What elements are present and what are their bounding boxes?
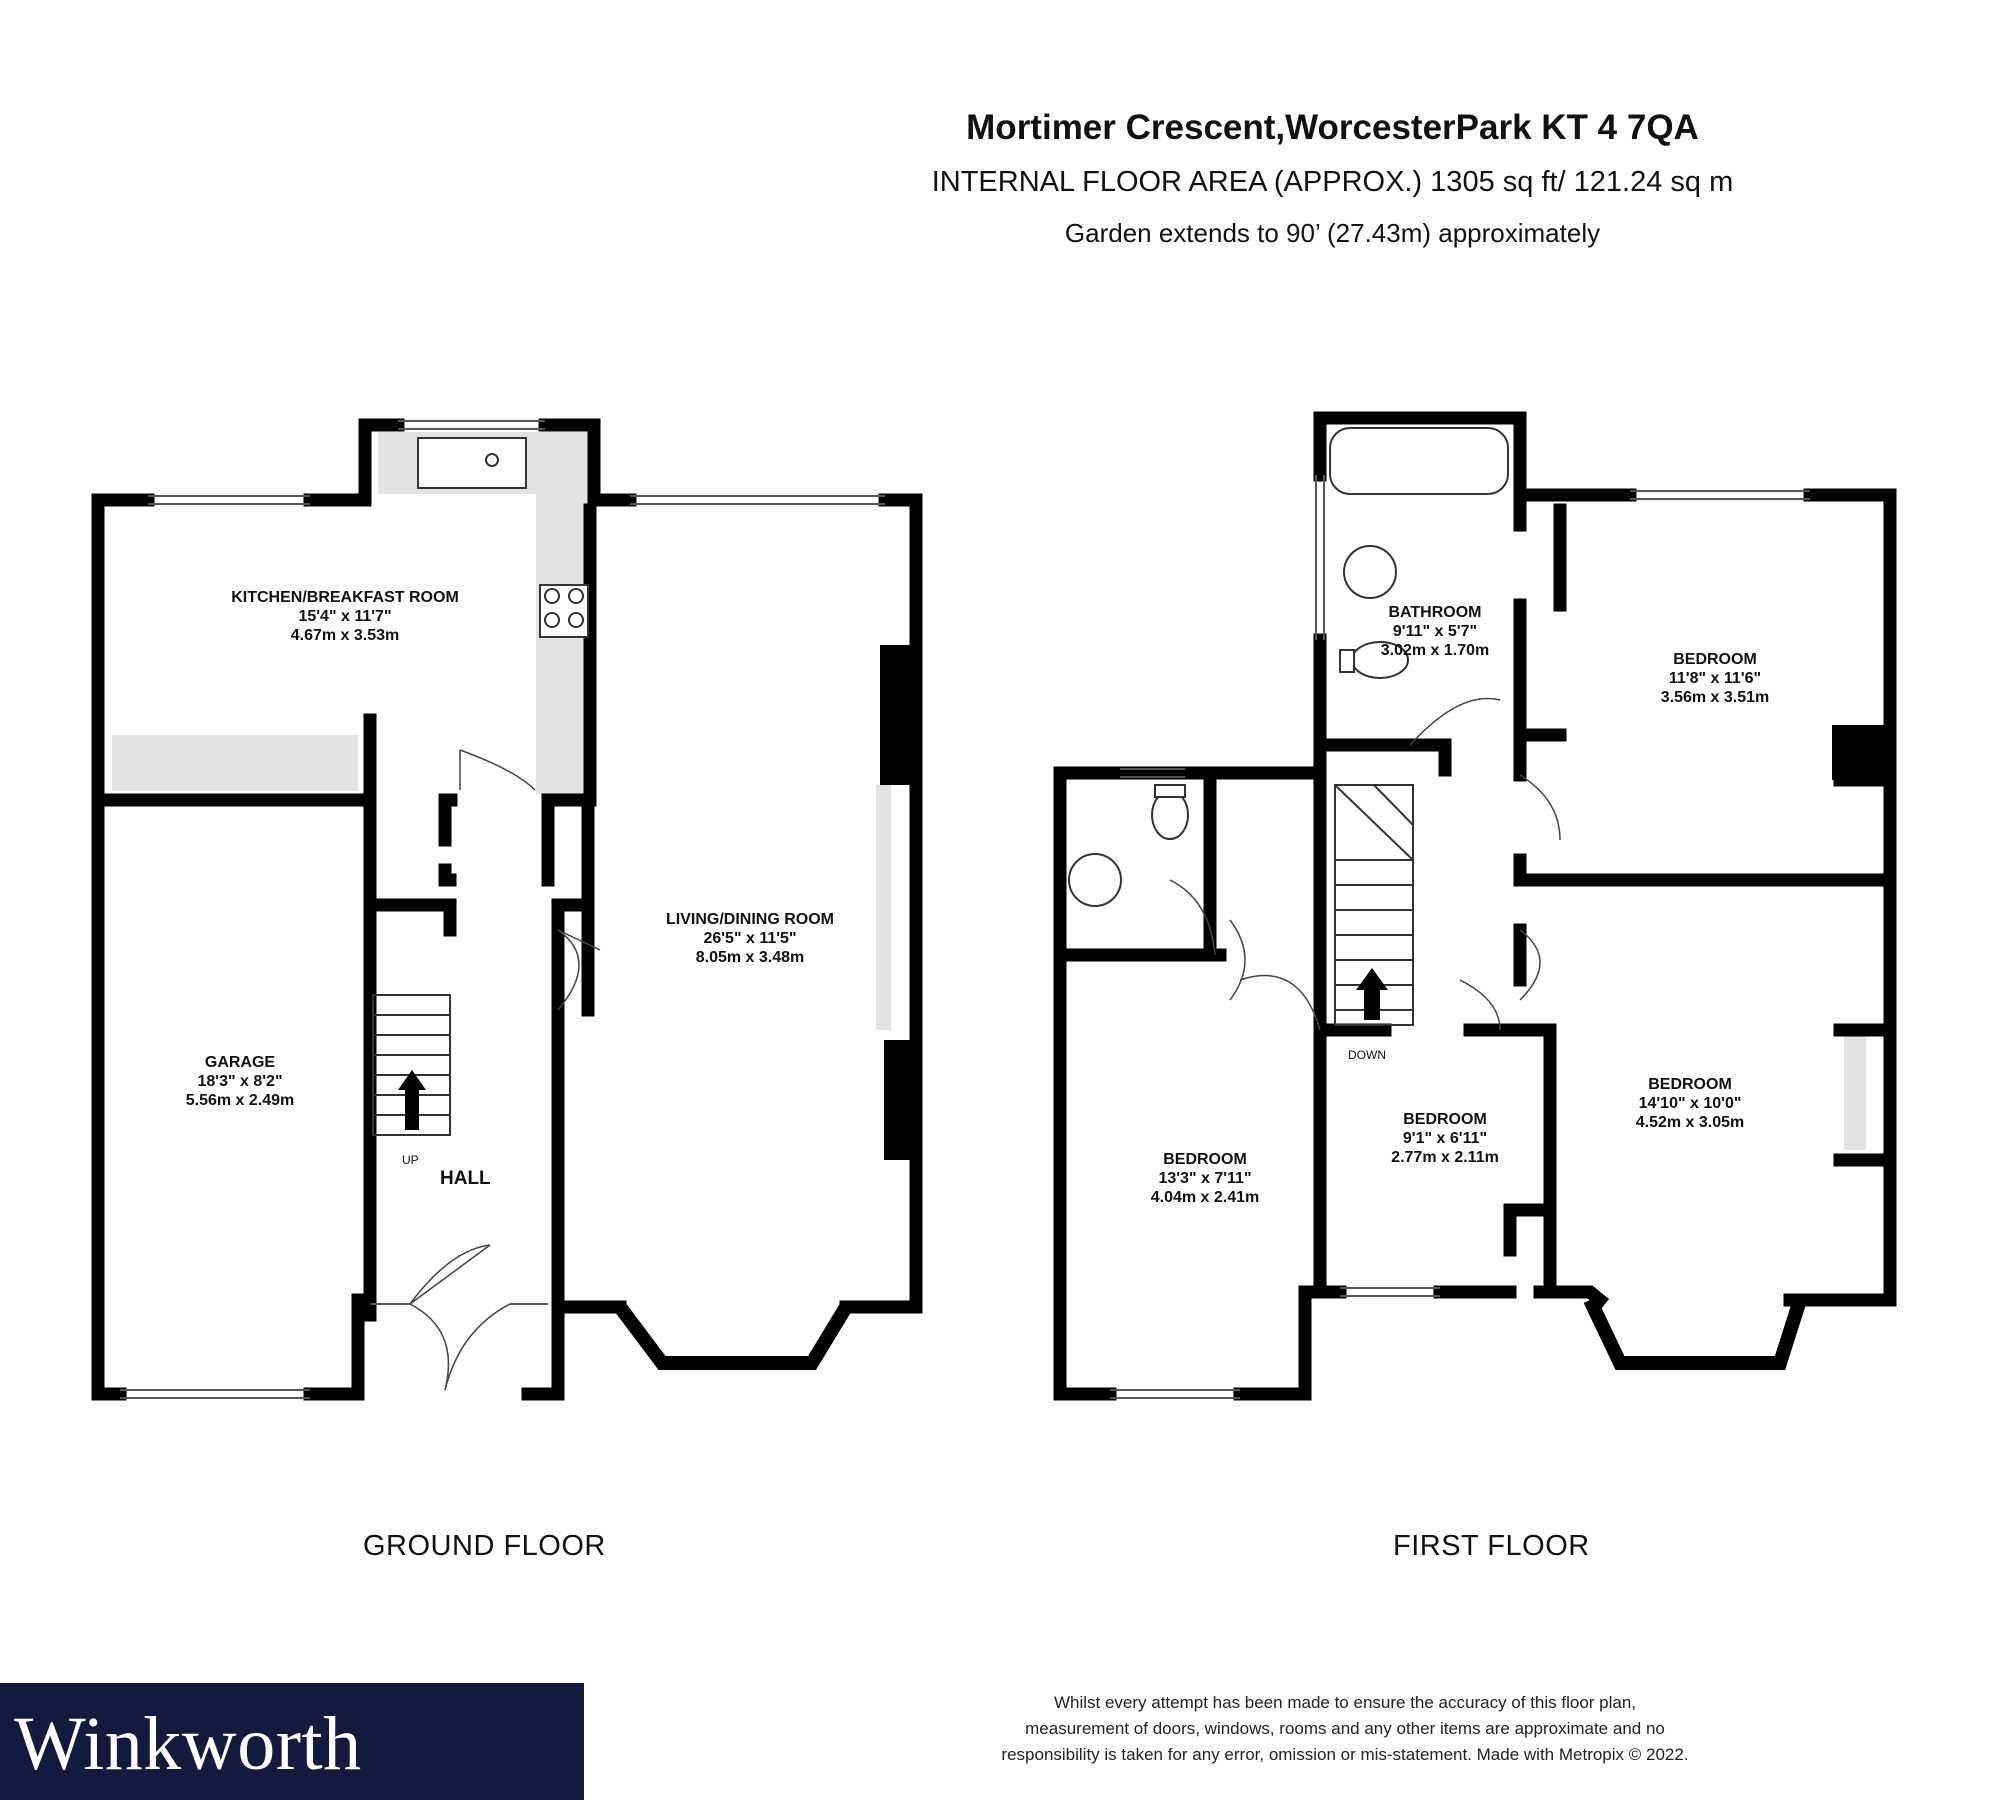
garden-extent: Garden extends to 90’ (27.43m) approxima…	[1064, 218, 1601, 248]
ground-floor-walls	[91, 418, 923, 1401]
room-name: BEDROOM	[1163, 1151, 1247, 1168]
first-floor-walls	[1053, 411, 1897, 1401]
stair-arrow-up-icon	[398, 1070, 426, 1130]
kitchen-sink	[417, 437, 527, 489]
room-name: GARAGE	[204, 1054, 276, 1071]
first-floor-windows	[1110, 475, 1810, 1399]
disclaimer-line: measurement of doors, windows, rooms and…	[1025, 1719, 1665, 1738]
ground-floor-label: GROUND FLOOR	[363, 1530, 606, 1562]
room-label-hall: HALL	[440, 1168, 491, 1189]
stair-arrow-down-icon	[1356, 968, 1388, 1020]
disclaimer-line: responsibility is taken for any error, o…	[1001, 1745, 1689, 1764]
first-bay-window	[1583, 1296, 1807, 1370]
door-swings	[409, 749, 601, 1391]
stairs-down-label: DOWN	[1348, 1048, 1386, 1062]
room-name: BEDROOM	[1403, 1111, 1487, 1128]
room-size-metric: 4.67m x 3.53m	[290, 627, 400, 644]
room-size-imperial: 14'10" x 10'0"	[1638, 1095, 1742, 1112]
room-name: KITCHEN/BREAKFAST ROOM	[231, 589, 459, 606]
disclaimer: Whilst every attempt has been made to en…	[880, 1690, 1810, 1768]
room-size-metric: 5.56m x 2.49m	[185, 1092, 295, 1109]
room-size-metric: 3.56m x 3.51m	[1660, 689, 1770, 706]
room-label-bathroom: BATHROOM 9'11" x 5'7" 3.02m x 1.70m	[1360, 603, 1510, 660]
chimney-breast	[884, 1040, 910, 1160]
room-name: LIVING/DINING ROOM	[666, 911, 834, 928]
room-label-kitchen: KITCHEN/BREAKFAST ROOM 15'4" x 11'7" 4.6…	[215, 588, 475, 645]
room-label-garage: GARAGE 18'3" x 8'2" 5.56m x 2.49m	[150, 1053, 330, 1110]
room-size-imperial: 18'3" x 8'2"	[197, 1073, 283, 1090]
windows	[120, 420, 885, 1399]
room-label-bedroom-front: BEDROOM 14'10" x 10'0" 4.52m x 3.05m	[1600, 1075, 1780, 1132]
room-size-metric: 4.52m x 3.05m	[1635, 1114, 1745, 1131]
brand-banner: Winkworth	[0, 1683, 584, 1800]
room-size-imperial: 9'1" x 6'11"	[1402, 1130, 1488, 1147]
brand-logo: Winkworth	[14, 1702, 362, 1786]
room-size-imperial: 9'11" x 5'7"	[1392, 623, 1478, 640]
hob	[539, 584, 589, 638]
room-size-imperial: 15'4" x 11'7"	[298, 608, 392, 625]
internal-floor-area: INTERNAL FLOOR AREA (APPROX.) 1305 sq ft…	[931, 166, 1734, 198]
room-name: BEDROOM	[1648, 1076, 1732, 1093]
room-size-metric: 3.02m x 1.70m	[1380, 642, 1490, 659]
room-label-bedroom-small: BEDROOM 9'1" x 6'11" 2.77m x 2.11m	[1360, 1110, 1530, 1167]
room-name: BATHROOM	[1388, 604, 1482, 621]
disclaimer-line: Whilst every attempt has been made to en…	[1053, 1693, 1637, 1712]
room-size-imperial: 11'8" x 11'6"	[1668, 670, 1762, 687]
chimney-breast	[880, 645, 910, 785]
room-size-imperial: 13'3" x 7'11"	[1158, 1170, 1252, 1187]
chimney-breast	[1832, 725, 1890, 780]
room-size-metric: 4.04m x 2.41m	[1150, 1189, 1260, 1206]
first-floor-stairs	[1334, 784, 1414, 1026]
property-address-title: Mortimer Crescent,WorcesterPark KT 4 7QA	[966, 108, 1699, 147]
room-name: BEDROOM	[1673, 651, 1757, 668]
room-label-living: LIVING/DINING ROOM 26'5" x 11'5" 8.05m x…	[640, 910, 860, 967]
stairs-up-label: UP	[402, 1153, 419, 1167]
room-label-bedroom-rear: BEDROOM 11'8" x 11'6" 3.56m x 3.51m	[1630, 650, 1800, 707]
ground-bay-window	[614, 1302, 852, 1370]
room-size-metric: 8.05m x 3.48m	[695, 949, 805, 966]
room-size-imperial: 26'5" x 11'5"	[703, 930, 797, 947]
room-size-metric: 2.77m x 2.11m	[1391, 1149, 1499, 1166]
first-floor-label: FIRST FLOOR	[1393, 1530, 1590, 1562]
first-door-swings	[1169, 697, 1561, 1031]
room-label-bedroom-left: BEDROOM 13'3" x 7'11" 4.04m x 2.41m	[1120, 1150, 1290, 1207]
bathroom-fittings	[1068, 427, 1509, 907]
